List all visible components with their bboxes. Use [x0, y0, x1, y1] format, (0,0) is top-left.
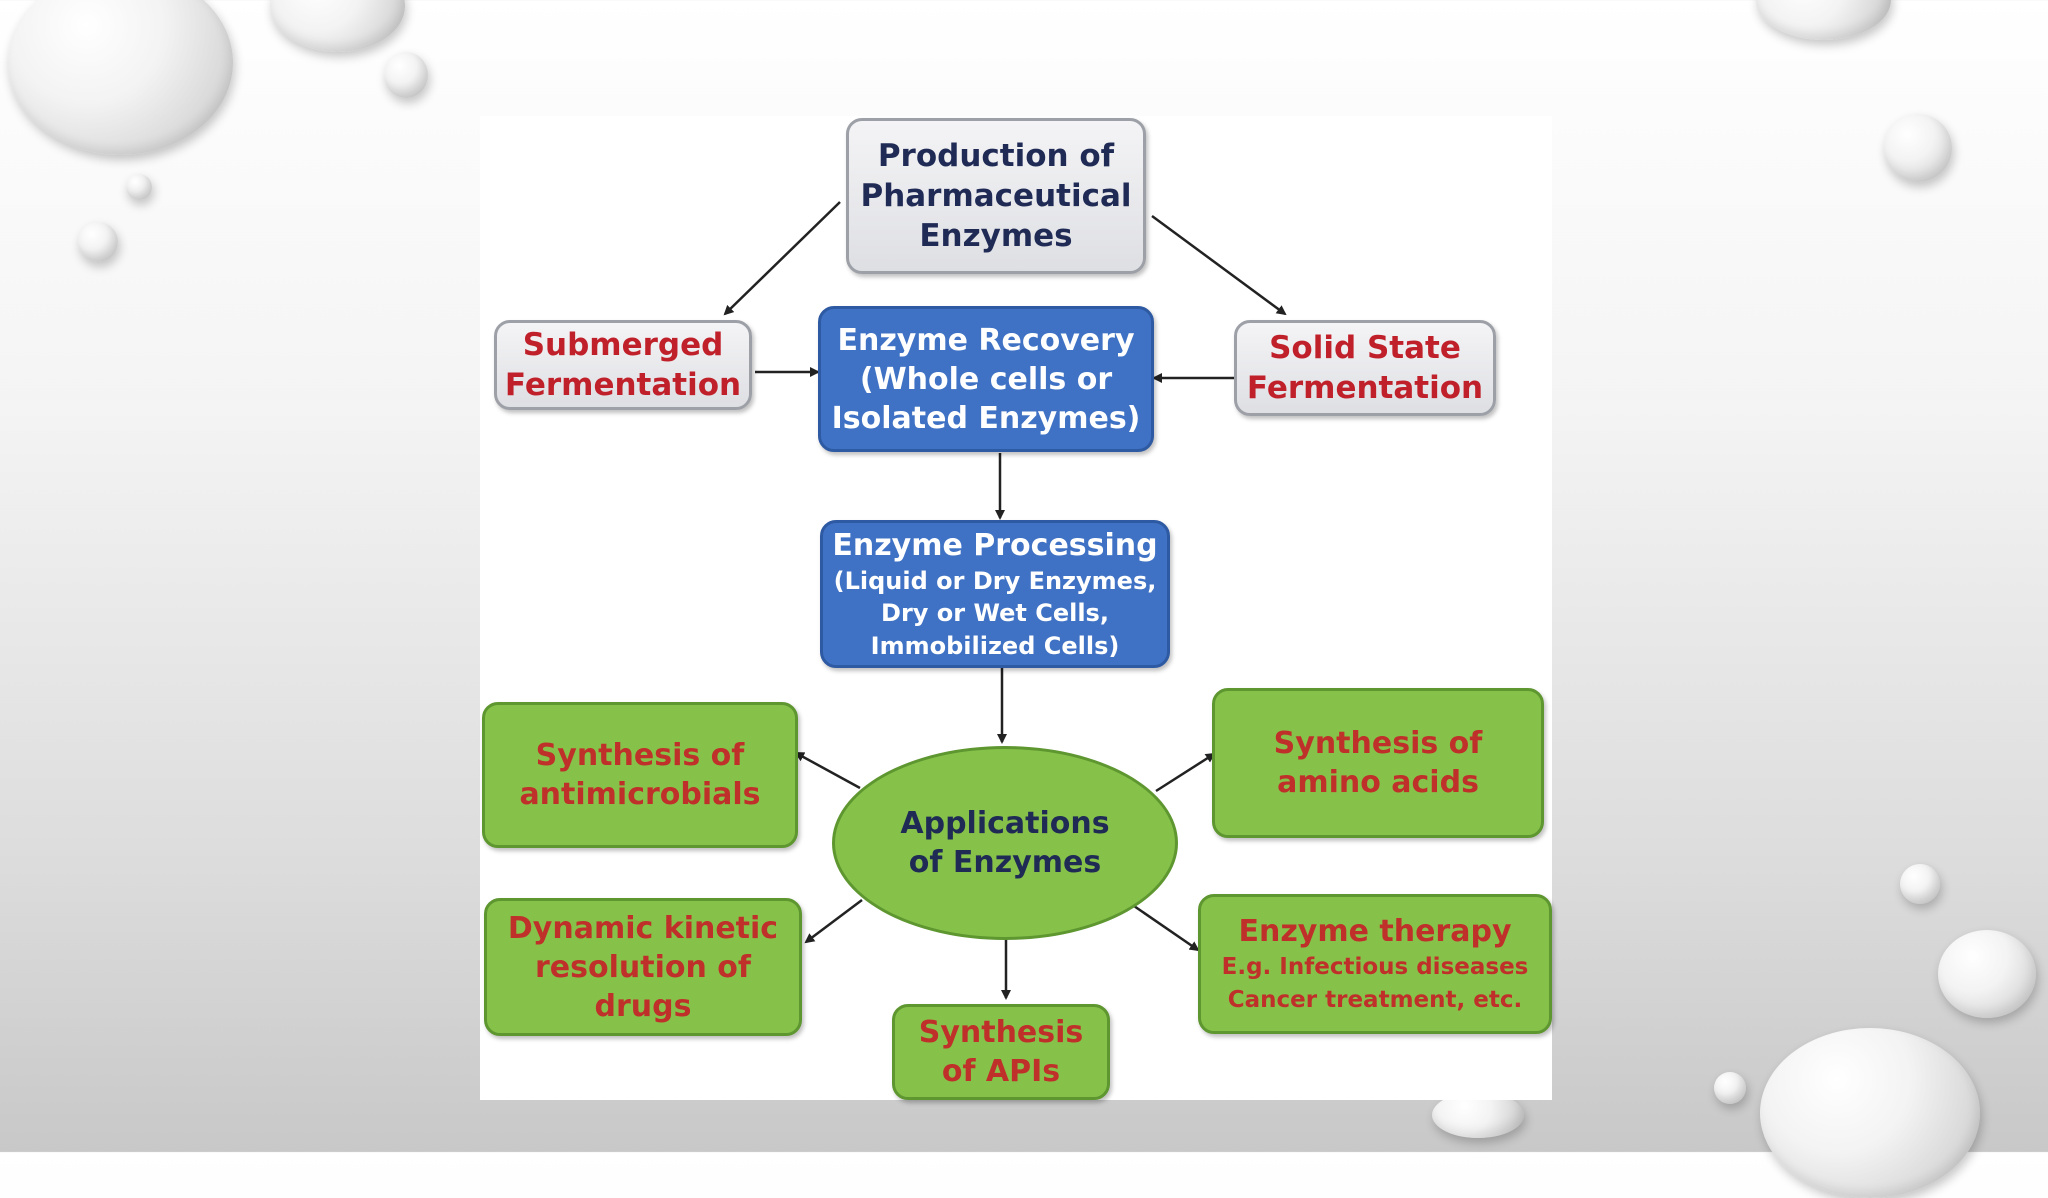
- water-drop: [78, 222, 118, 262]
- arrow-to-antimicrobials: [794, 751, 861, 790]
- antimicrobials-line-2: antimicrobials: [519, 777, 761, 812]
- processing-sub-line-1: (Liquid or Dry Enzymes,: [833, 566, 1157, 595]
- applications-node: Applications of Enzymes: [832, 746, 1178, 940]
- amino-acids-node: Synthesis of amino acids: [1212, 688, 1544, 838]
- production-line-2: Pharmaceutical: [860, 177, 1132, 214]
- arrow-to-enzyme-therapy: [1133, 904, 1200, 952]
- production-line-3: Enzymes: [919, 218, 1073, 255]
- water-drop: [270, 0, 405, 52]
- solid-state-line-1: Solid State: [1269, 329, 1461, 366]
- kinetic-line-1: Dynamic kinetic: [507, 910, 779, 946]
- water-drop: [1760, 1028, 1980, 1198]
- therapy-sub-line-1: E.g. Infectious diseases: [1221, 954, 1529, 981]
- kinetic-line-3: drugs: [594, 988, 692, 1024]
- submerged-line-1: Submerged: [522, 326, 724, 363]
- arrow-to-kinetic-resolution: [804, 899, 863, 944]
- kinetic-line-2: resolution of: [535, 949, 751, 985]
- processing-sub-line-3: Immobilized Cells): [870, 631, 1120, 660]
- apis-node: Synthesis of APIs: [892, 1004, 1110, 1100]
- enzyme-recovery-node: Enzyme Recovery (Whole cells or Isolated…: [818, 306, 1154, 452]
- antimicrobials-node: Synthesis of antimicrobials: [482, 702, 798, 848]
- production-line-1: Production of: [877, 137, 1115, 174]
- therapy-title: Enzyme therapy: [1238, 914, 1512, 950]
- antimicrobials-line-1: Synthesis of: [535, 738, 745, 773]
- connector-arrows: [723, 201, 1287, 1000]
- solid-state-fermentation-node: Solid State Fermentation: [1234, 320, 1496, 416]
- arrow-to-amino-acids: [1155, 752, 1216, 793]
- processing-title: Enzyme Processing: [832, 527, 1158, 563]
- amino-acids-line-2: amino acids: [1277, 765, 1479, 800]
- water-drop: [1900, 864, 1940, 904]
- solid-state-line-2: Fermentation: [1246, 370, 1484, 406]
- water-drop: [8, 0, 233, 155]
- processing-sub-line-2: Dry or Wet Cells,: [881, 599, 1109, 628]
- enzyme-therapy-node: Enzyme therapy E.g. Infectious diseases …: [1198, 894, 1552, 1034]
- production-node: Production of Pharmaceutical Enzymes: [846, 118, 1146, 274]
- water-drop: [126, 174, 152, 200]
- applications-line-2: of Enzymes: [908, 845, 1102, 880]
- enzyme-processing-node: Enzyme Processing (Liquid or Dry Enzymes…: [820, 520, 1170, 668]
- therapy-sub-line-2: Cancer treatment, etc.: [1227, 986, 1523, 1013]
- recovery-line-3: Isolated Enzymes): [831, 400, 1141, 436]
- water-drop: [1756, 0, 1891, 40]
- apis-line-1: Synthesis: [918, 1015, 1084, 1050]
- water-drop: [1714, 1072, 1746, 1104]
- arrow-top-to-solid-state: [1151, 214, 1287, 316]
- kinetic-resolution-node: Dynamic kinetic resolution of drugs: [484, 898, 802, 1036]
- water-drop: [1884, 114, 1952, 182]
- arrow-top-to-submerged: [723, 201, 841, 316]
- submerged-line-2: Fermentation: [504, 367, 742, 403]
- applications-line-1: Applications: [900, 806, 1110, 841]
- amino-acids-line-1: Synthesis of: [1273, 726, 1483, 761]
- recovery-line-1: Enzyme Recovery: [837, 322, 1135, 358]
- water-drop: [384, 52, 428, 98]
- recovery-line-2: (Whole cells or: [859, 361, 1113, 397]
- water-drop: [1938, 930, 2036, 1018]
- submerged-fermentation-node: Submerged Fermentation: [494, 320, 752, 410]
- diagram-panel: Production of Pharmaceutical Enzymes Sub…: [480, 116, 1552, 1100]
- apis-line-2: of APIs: [941, 1054, 1061, 1089]
